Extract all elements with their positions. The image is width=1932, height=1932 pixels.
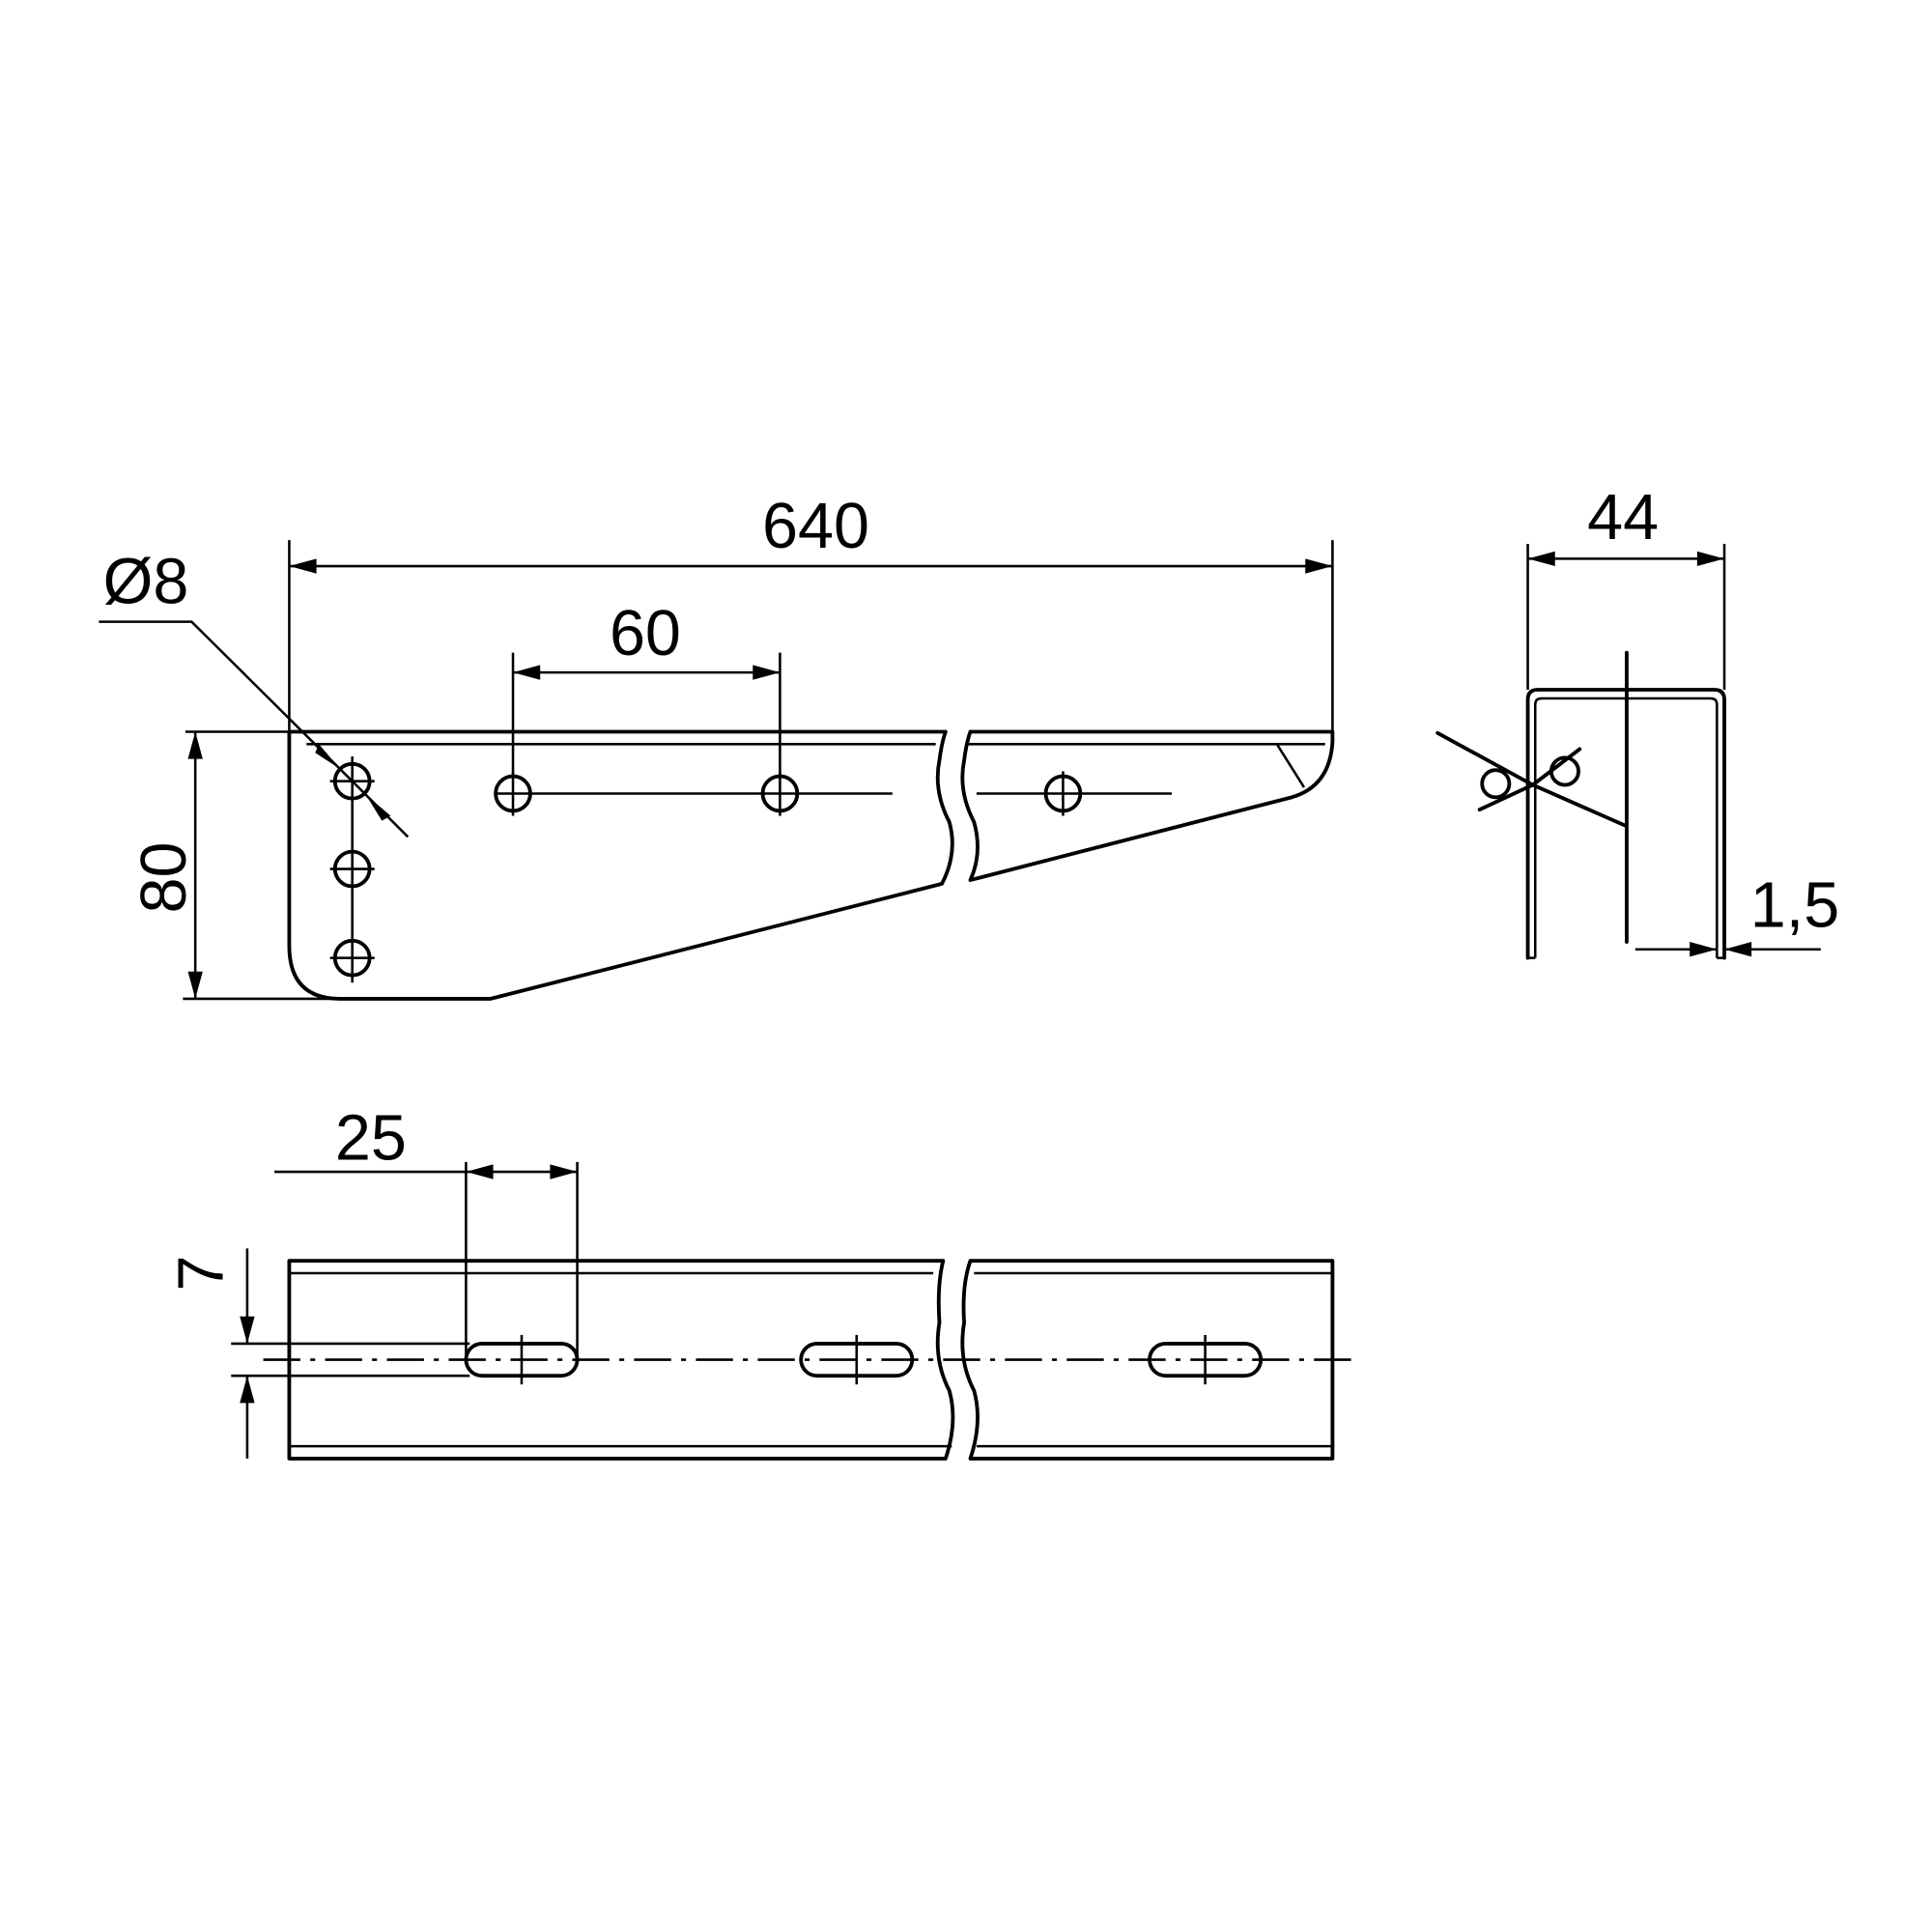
dimension-text: 7: [165, 1255, 237, 1291]
dimension-diameter: Ø8: [99, 546, 410, 838]
dimension-44: 44: [1526, 482, 1726, 691]
channel-outline-left: [287, 1259, 955, 1461]
dimension-25: 25: [274, 1102, 579, 1360]
dimension-60: 60: [511, 598, 781, 777]
dimension-1-5: 1,5: [1634, 870, 1839, 957]
bend-line: [1275, 743, 1306, 788]
dimension-text: 640: [762, 491, 869, 562]
dimension-text: Ø8: [103, 546, 189, 617]
dimension-text: 25: [335, 1102, 407, 1174]
bracket-outline-right: [960, 729, 1335, 882]
holes: [329, 756, 1173, 983]
dimension-80: 80: [128, 730, 334, 1001]
bottom-view: 25 7: [165, 1102, 1354, 1461]
dimension-text: 80: [128, 842, 200, 914]
dimension-text: 60: [610, 598, 681, 669]
front-view: 640 60 Ø8 80: [99, 491, 1335, 1001]
bracket-outline-left: [287, 729, 954, 1001]
side-view: 44 1,5: [1435, 482, 1839, 960]
weld-symbol: [1435, 730, 1628, 828]
dimension-7: 7: [165, 1248, 470, 1459]
channel-outline-right: [960, 1259, 1335, 1461]
dimension-640: 640: [288, 491, 1334, 732]
dimension-text: 44: [1587, 482, 1659, 554]
dimension-text: 1,5: [1750, 870, 1839, 942]
